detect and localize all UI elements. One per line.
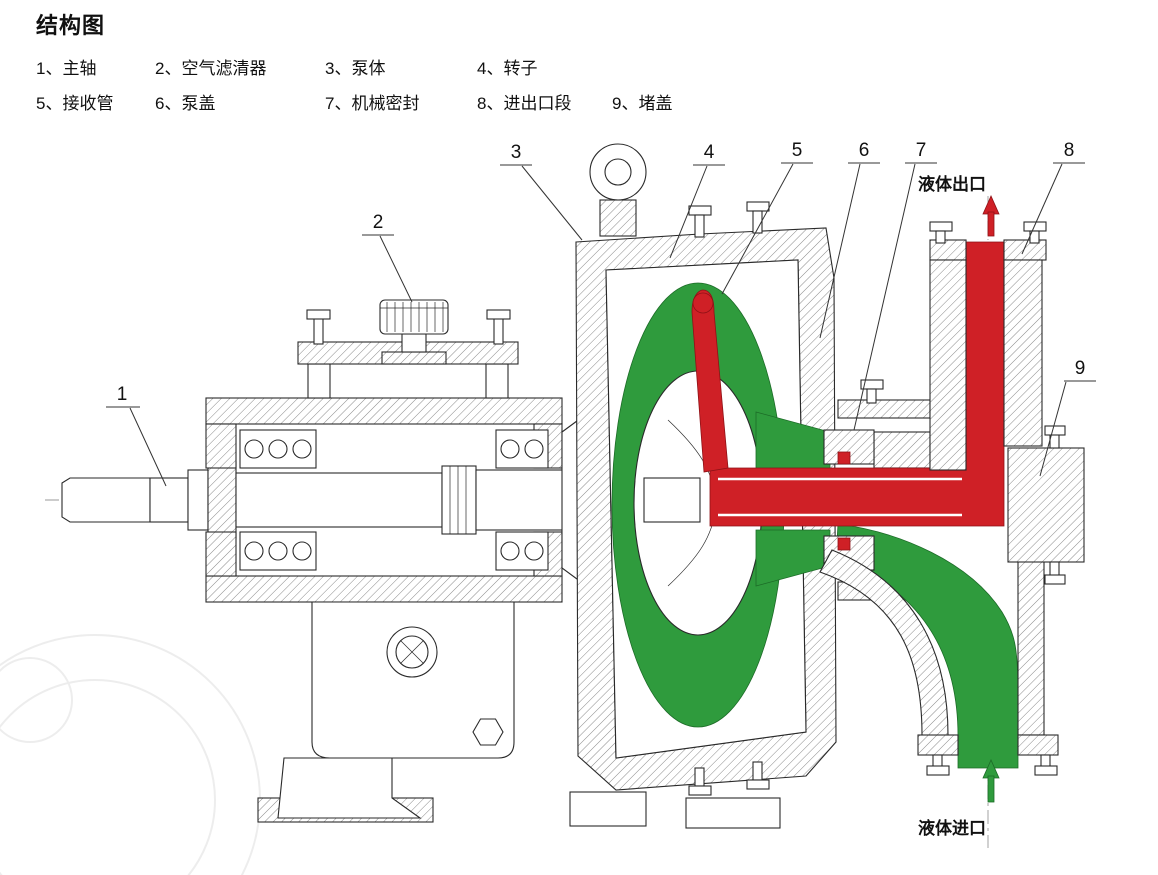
suction-green-channel — [835, 523, 1019, 769]
legend-item-8: 8、进出口段 — [477, 94, 572, 113]
legend-item-9: 9、堵盖 — [612, 94, 673, 113]
legend-item-7: 7、机械密封 — [325, 94, 420, 113]
callout-1: 1 — [117, 384, 128, 405]
callout-3: 3 — [511, 142, 522, 163]
page-title: 结构图 — [36, 13, 106, 38]
legend-item-1: 1、主轴 — [36, 59, 97, 78]
outlet-label: 液体出口 — [918, 174, 986, 194]
legend-item-2: 2、空气滤清器 — [155, 59, 267, 78]
legend-item-3: 3、泵体 — [325, 59, 386, 78]
housing-stud-bolts — [306, 309, 511, 345]
callout-4: 4 — [704, 142, 715, 163]
callout-8: 8 — [1064, 140, 1075, 161]
outlet-arrow-icon — [982, 195, 1000, 215]
ball-bearings — [239, 429, 549, 571]
legend-row-2: 5、接收管 6、泵盖 7、机械密封 8、进出口段 9、堵盖 — [36, 89, 672, 114]
inlet-label: 液体进口 — [918, 818, 986, 838]
lifting-eye — [589, 143, 647, 237]
bearing-assembly — [61, 299, 651, 823]
header: 结构图 1、主轴 2、空气滤清器 3、泵体 4、转子 5、接收管 6、泵盖 7、… — [36, 8, 672, 124]
callout-7: 7 — [916, 140, 927, 161]
callout-9: 9 — [1075, 358, 1086, 379]
legend-item-5: 5、接收管 — [36, 94, 114, 113]
impeller — [633, 370, 763, 636]
legend: 1、主轴 2、空气滤清器 3、泵体 4、转子 5、接收管 6、泵盖 7、机械密封… — [36, 54, 672, 114]
legend-row-1: 1、主轴 2、空气滤清器 3、泵体 4、转子 — [36, 54, 672, 79]
flow-outlet: 液体出口 — [918, 174, 1000, 237]
legend-item-6: 6、泵盖 — [155, 94, 216, 113]
bolts — [688, 201, 1058, 796]
hex-plug — [472, 718, 504, 746]
legend-item-4: 4、转子 — [477, 59, 538, 78]
callouts: 1 2 3 4 5 6 7 8 9 — [106, 140, 1096, 487]
callout-2: 2 — [373, 212, 384, 233]
flow-inlet: 液体进口 — [918, 759, 1000, 838]
inlet-outlet-section — [819, 239, 1059, 756]
callout-6: 6 — [859, 140, 870, 161]
oil-sight-glass — [386, 626, 438, 678]
air-filter — [379, 299, 449, 365]
callout-5: 5 — [792, 140, 803, 161]
watermark-arcs — [0, 634, 261, 875]
plug-cover — [1007, 425, 1085, 585]
